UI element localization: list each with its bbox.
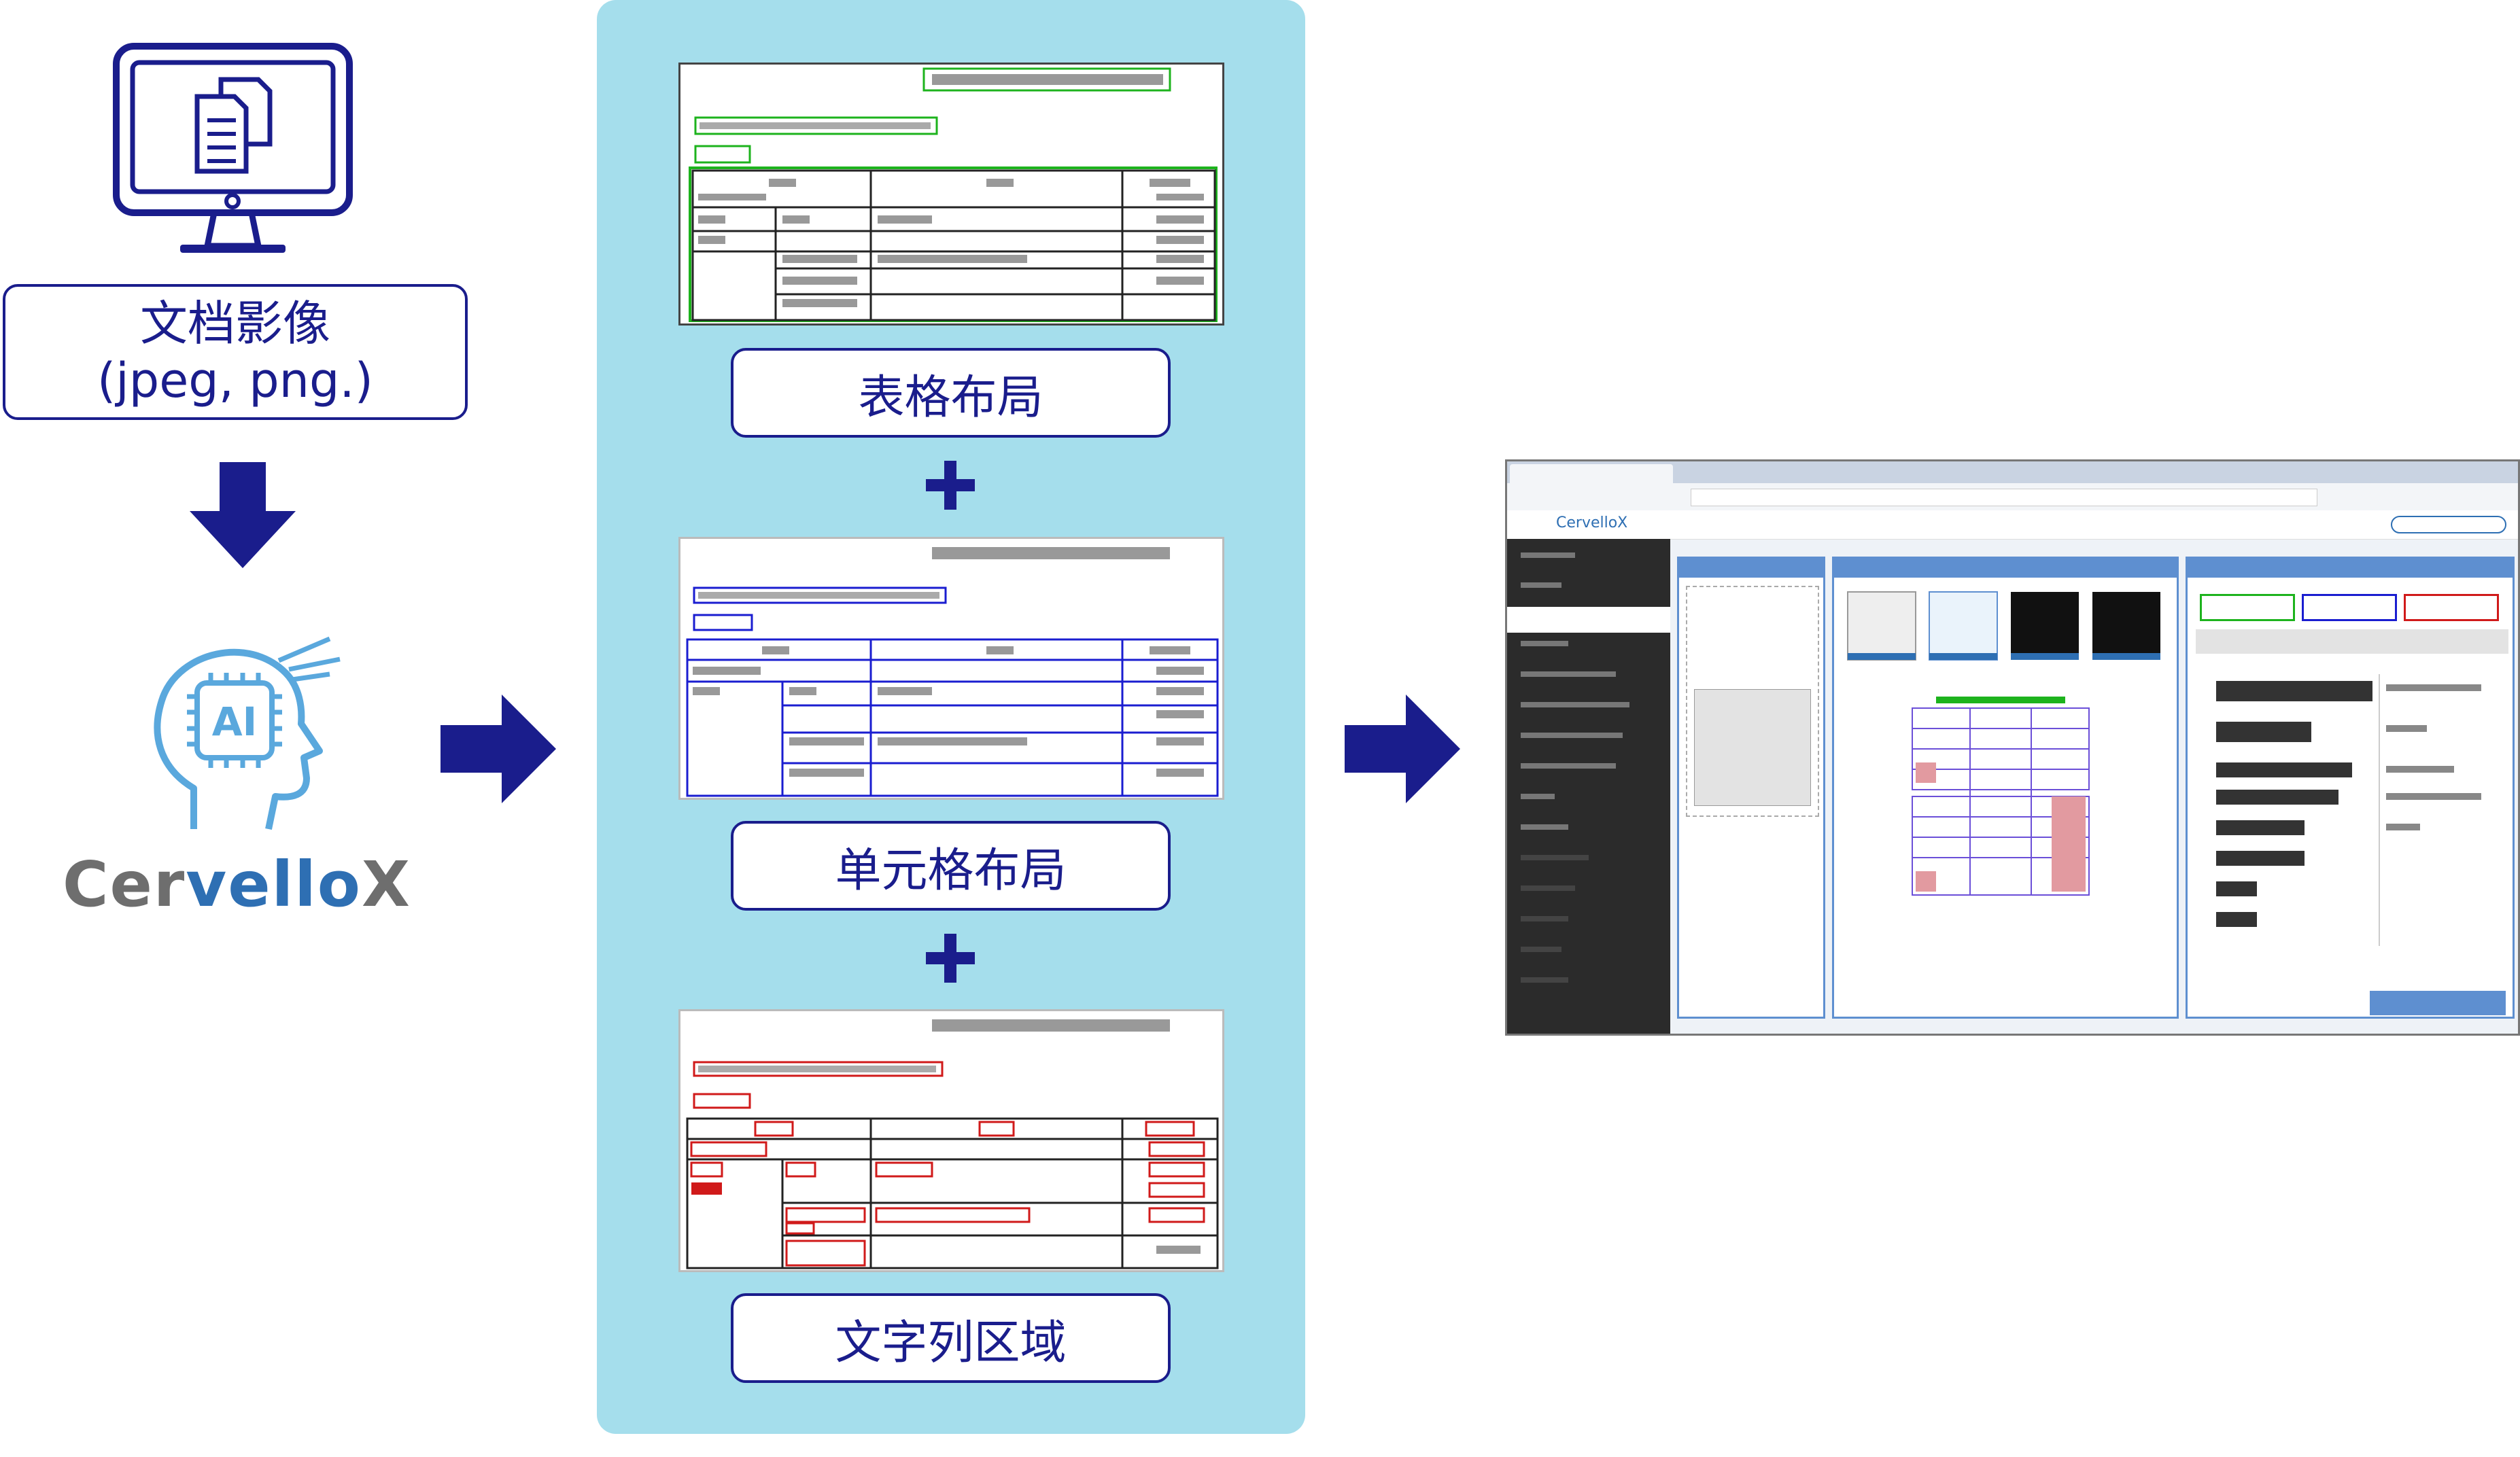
column-header [2188, 559, 2513, 578]
brand-part1: Cer [63, 848, 186, 921]
input-label-line2: (jpeg, png.) [97, 353, 373, 408]
sidebar-rows [1507, 539, 1670, 1034]
arrow-right-icon [1345, 695, 1462, 803]
browser-tab-bar [1507, 461, 2518, 483]
plus-icon [926, 934, 975, 983]
ai-head-icon: AI [146, 632, 343, 836]
input-label-line1: 文档影像 [140, 296, 330, 351]
input-label-box: 文档影像 (jpeg, png.) [3, 284, 468, 420]
column-header [1679, 559, 1823, 578]
result-tabs [2196, 629, 2508, 654]
brand-logo: CervelloX [63, 848, 411, 921]
header-button [2391, 516, 2506, 533]
step-cell-layout-box: 单元格布局 [731, 821, 1171, 911]
cell-layout-document [678, 537, 1224, 800]
app-screenshot: CervelloX [1505, 459, 2520, 1036]
step-table-layout-label: 表格布局 [858, 370, 1043, 425]
text-region-document [678, 1009, 1224, 1272]
step-text-region-label: 文字列区域 [835, 1316, 1067, 1370]
layout-thumbnails [1841, 589, 2174, 663]
layout-preview [1909, 695, 2092, 898]
step-table-layout-box: 表格布局 [731, 348, 1171, 438]
brand-part3: X [361, 848, 411, 921]
arrow-down-icon [188, 462, 297, 571]
svg-text:AI: AI [212, 699, 257, 745]
plus-icon [926, 461, 975, 510]
result-column [2186, 557, 2515, 1019]
app-brand: CervelloX [1556, 514, 1628, 531]
blue-action-button [2302, 594, 2397, 621]
thumbnail-preview [1694, 689, 1811, 806]
red-action-button [2404, 594, 2499, 621]
monitor-documents-icon [112, 42, 353, 260]
brand-part2: vello [186, 848, 362, 921]
document-column [1832, 557, 2179, 1019]
step-text-region-box: 文字列区域 [731, 1293, 1171, 1383]
column-header [1834, 559, 2177, 578]
thumbnail-card [1686, 586, 1819, 817]
table-layout-document [678, 63, 1224, 326]
arrow-right-icon [441, 695, 557, 803]
step-cell-layout-label: 单元格布局 [835, 843, 1067, 898]
submit-button [2370, 991, 2506, 1015]
url-field [1691, 489, 2317, 506]
thumbnail-column [1677, 557, 1825, 1019]
green-action-button [2200, 594, 2295, 621]
app-header [1507, 510, 2518, 540]
browser-tab [1510, 464, 1673, 483]
sidebar-item [1507, 607, 1670, 633]
result-text-list [2196, 661, 2508, 953]
